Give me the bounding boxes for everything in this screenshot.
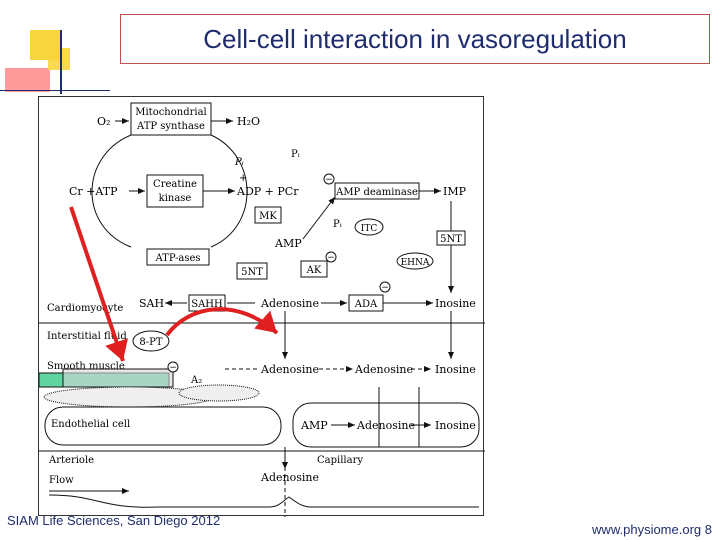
decor-horizontal-line <box>0 90 110 91</box>
pi-label-b: Pᵢ <box>291 149 300 160</box>
inhibit-minus-4: − <box>169 363 177 373</box>
sah-label: SAH <box>139 297 164 310</box>
interstitial-label: Interstitial fluid <box>47 331 127 342</box>
red-arrow-curve <box>165 307 279 337</box>
red-arrow-atp-to-smooth-muscle <box>69 206 128 362</box>
inhibit-circle-2 <box>325 251 337 263</box>
mk-label: MK <box>259 211 277 222</box>
inhibit-minus-1: − <box>325 175 333 185</box>
inhibit-minus-3: − <box>381 283 389 293</box>
cycle-left-arc <box>91 134 132 248</box>
atp-ases-box <box>146 248 210 266</box>
ak-box <box>300 260 328 278</box>
adenosine-label-2: Adenosine <box>260 363 319 376</box>
adenosine-label-3: Adenosine <box>354 363 413 376</box>
imp-label: IMP <box>443 185 467 198</box>
adenosine-label-4: Adenosine <box>356 419 415 432</box>
adp-pcr-label: ADP + PCr <box>236 185 299 198</box>
cardiomyocyte-label: Cardiomyocyte <box>47 303 123 314</box>
amp-to-deaminase-arrow <box>302 196 336 240</box>
capillary-label: Capillary <box>317 455 363 466</box>
adenosine-label-1: Adenosine <box>260 297 319 310</box>
endothelial-cell-right <box>292 402 480 448</box>
inosine-label-1: Inosine <box>435 297 476 310</box>
inhibit-minus-2: − <box>327 253 335 263</box>
8pt-label: 8-PT <box>139 337 162 348</box>
endothelial-cell-left <box>44 406 282 446</box>
arteriole-label: Arteriole <box>48 455 94 466</box>
inosine-label-3: Inosine <box>435 419 476 432</box>
sahh-label: SAHH <box>191 299 223 310</box>
o2-label: O₂ <box>97 115 110 128</box>
pi-label-c: Pᵢ <box>333 219 342 230</box>
ak-label: AK <box>306 265 322 276</box>
amp-label-1: AMP <box>274 237 302 250</box>
endothelial-label: Endothelial cell <box>51 419 130 430</box>
mito-box <box>130 102 212 136</box>
ehna-label: EHNA <box>401 258 430 268</box>
cr-atp-label: Cr +ATP <box>69 185 118 198</box>
footer-right: www.physiome.org 8 <box>592 522 712 537</box>
endothelial-bump-2 <box>178 384 260 402</box>
atp-ases-label: ATP-ases <box>154 253 200 264</box>
mk-box <box>254 206 282 224</box>
inhibit-circle-4 <box>167 361 179 373</box>
inosine-label-2: Inosine <box>435 363 476 376</box>
ehna-ellipse <box>396 252 434 270</box>
footer-left: SIAM Life Sciences, San Diego 2012 <box>7 513 221 528</box>
ada-label: ADA <box>354 299 378 310</box>
decor-red-square <box>5 68 50 92</box>
pi-label-a: Pᵢ <box>234 157 244 168</box>
8pt-ellipse <box>132 330 170 352</box>
amp-label-2: AMP <box>300 419 328 432</box>
5nt-right-label: 5NT <box>440 234 462 245</box>
slide-title: Cell-cell interaction in vasoregulation <box>203 24 627 54</box>
ck-label-2: kinase <box>159 193 192 204</box>
decor-yellow-square-small <box>48 48 70 70</box>
smooth-muscle-label: Smooth muscle <box>47 361 125 372</box>
adenosine-label-5: Adenosine <box>260 471 319 484</box>
a2-label: A₂ <box>190 375 202 386</box>
ck-label-1: Creatine <box>153 179 197 190</box>
itc-label: ITC <box>361 224 378 234</box>
itc-ellipse <box>354 218 384 236</box>
vessel-wall-bottom <box>48 494 479 508</box>
h2o-label: H₂O <box>237 115 260 128</box>
5nt-left-box <box>236 262 268 280</box>
5nt-left-label: 5NT <box>241 267 263 278</box>
amp-deaminase-label: AMP deaminase <box>335 187 418 198</box>
vasoregulation-diagram: Mitochondrial ATP synthase O₂ H₂O Pᵢ Pᵢ … <box>38 96 485 517</box>
diagram-svg: Mitochondrial ATP synthase O₂ H₂O Pᵢ Pᵢ … <box>38 102 485 517</box>
decor-vertical-line <box>60 30 62 94</box>
title-frame <box>120 14 710 64</box>
plus-label: + <box>239 173 247 184</box>
flow-label: Flow <box>49 475 74 486</box>
inhibit-circle-3 <box>379 281 391 293</box>
inhibit-circle-1 <box>323 173 335 185</box>
cycle-right-arc <box>210 134 248 248</box>
mito-label-1: Mitochondrial <box>135 107 207 118</box>
ck-box <box>146 174 204 208</box>
mito-label-2: ATP synthase <box>136 121 205 132</box>
